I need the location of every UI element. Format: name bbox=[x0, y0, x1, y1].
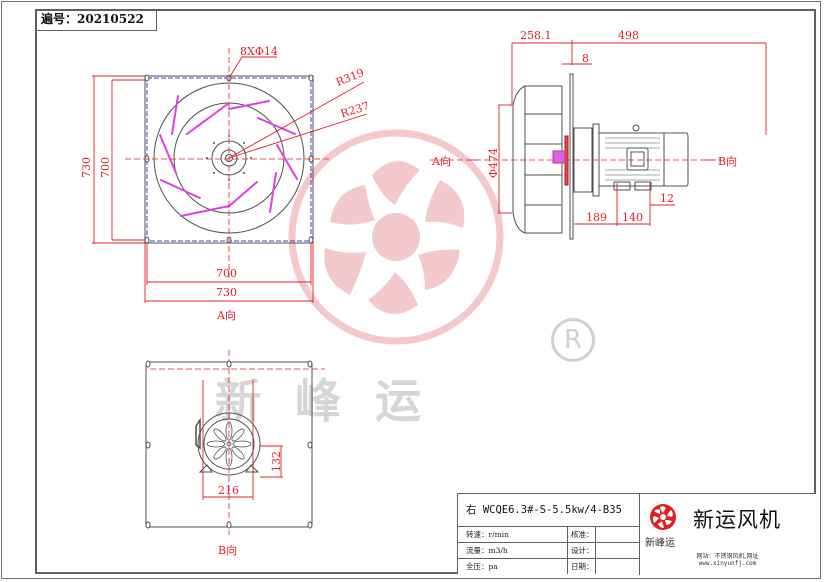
brand-logo-text: 新峰运 bbox=[645, 538, 675, 549]
drawing-code: 遍号：20210522 bbox=[35, 9, 157, 31]
pressure-field: 全压：pa bbox=[458, 559, 568, 574]
website-url[interactable]: www.xinyunfj.com bbox=[698, 560, 757, 567]
width-outer-label: 730 bbox=[216, 286, 237, 299]
height-outer-label: 730 bbox=[80, 157, 93, 178]
rear-width-label: 216 bbox=[218, 484, 239, 497]
arrow-a-label: A向 bbox=[432, 155, 451, 168]
date-value bbox=[596, 559, 640, 574]
design-label: 设计： bbox=[568, 543, 596, 558]
drawing-frame bbox=[35, 9, 816, 574]
plate-thickness-label: 8 bbox=[582, 52, 589, 65]
spec-row-flow: 流量：m3/h 设计： bbox=[458, 543, 640, 559]
foot-hole-label: 12 bbox=[660, 192, 674, 205]
height-inner-label: 700 bbox=[99, 157, 112, 178]
brand-area: 新峰运 新运风机 网站：不锈钢风机,网址 www.xinyunfj.com bbox=[640, 494, 815, 573]
hole-callout: 8XΦ14 bbox=[240, 45, 278, 58]
view-a-caption: A向 bbox=[217, 309, 236, 322]
design-value bbox=[596, 543, 640, 558]
arrow-b-label: B向 bbox=[718, 155, 738, 168]
foot-spacing-label: 140 bbox=[622, 211, 643, 224]
website-label: 网站：不锈钢风机,网址 bbox=[696, 553, 759, 560]
foot-offset-label: 189 bbox=[586, 211, 607, 224]
brand-logo-icon bbox=[650, 504, 676, 530]
speed-field: 转速：r/min bbox=[458, 527, 568, 542]
side-view bbox=[512, 73, 689, 240]
rear-view bbox=[145, 360, 313, 529]
brand-title: 新运风机 bbox=[693, 508, 781, 532]
flow-field: 流量：m3/h bbox=[458, 543, 568, 558]
spec-row-pressure: 全压：pa 日期： bbox=[458, 559, 640, 575]
approve-label: 核准： bbox=[568, 527, 596, 542]
registered-mark-icon: R bbox=[551, 318, 595, 362]
width-inner-label: 700 bbox=[216, 267, 237, 280]
diameter-label: Φ474 bbox=[487, 147, 500, 178]
spec-row-speed: 转速：r/min 核准： bbox=[458, 527, 640, 543]
date-label: 日期： bbox=[568, 559, 596, 574]
dimension-lines bbox=[92, 40, 767, 500]
rear-height-label: 132 bbox=[270, 451, 283, 472]
impeller-depth-label: 258.1 bbox=[520, 29, 552, 42]
view-b-caption: B向 bbox=[218, 544, 238, 557]
title-block: 右 WCQE6.3#-S-5.5kw/4-B35 转速：r/min 核准： 流量… bbox=[457, 493, 816, 575]
centerlines bbox=[125, 48, 720, 535]
watermark-brand-text: 新峰运 bbox=[215, 374, 455, 428]
model-number: 右 WCQE6.3#-S-5.5kw/4-B35 bbox=[458, 494, 640, 527]
motor-length-label: 498 bbox=[618, 29, 639, 42]
approve-value bbox=[596, 527, 640, 542]
impeller-blades bbox=[159, 95, 298, 217]
